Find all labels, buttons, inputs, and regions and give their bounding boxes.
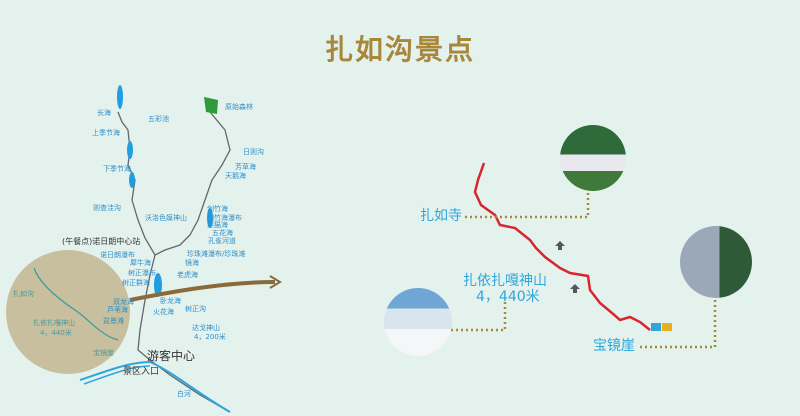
zharu-stream [33, 267, 119, 341]
label: 天鹅海 [225, 172, 246, 180]
label: 树正群海 [122, 279, 150, 287]
label-visitor-center: 游客中心 [147, 349, 196, 363]
label: 五花海 [212, 229, 233, 237]
label: 4，440米 [40, 329, 72, 337]
label: 日则沟 [243, 148, 264, 156]
label-entrance: 景区入口 [123, 367, 160, 377]
cliff-photo [680, 226, 752, 298]
label: 树正瀑布 [128, 269, 156, 277]
label: 达戈神山 [192, 324, 220, 332]
label-baojingya: 宝镜崖 [593, 338, 635, 354]
label-zharu-temple: 扎如寺 [420, 208, 462, 224]
label: 盆景滩 [103, 317, 124, 325]
label-nuorilang-station: (午餐点)诺日朗中心站 [62, 237, 141, 246]
label: 镜海 [185, 259, 199, 267]
label-wucaichi: 五彩池 [148, 115, 169, 123]
label: 火花海 [153, 308, 174, 316]
label: 双龙海 [113, 298, 134, 306]
label: 老虎海 [177, 271, 198, 279]
service-icon [651, 323, 661, 331]
label: 犀牛海 [130, 259, 151, 267]
zharu-highlight-circle [6, 250, 130, 374]
label: 树正沟 [185, 305, 206, 313]
road-rize [154, 111, 231, 256]
label: 扎依扎嘎神山 [33, 319, 75, 327]
river-bai [79, 360, 231, 413]
temple-icon [555, 241, 565, 250]
label: 珍珠滩瀑布/珍珠滩 [187, 250, 246, 258]
direction-arrow [129, 280, 276, 302]
temple-photo [560, 125, 626, 191]
label-zharugou: 扎如沟 [13, 290, 34, 298]
forest-icon [204, 97, 218, 114]
bus-icon [662, 323, 672, 331]
label: 诺日朗瀑布 [100, 251, 135, 259]
label-changhai: 长海 [97, 109, 111, 117]
label-baihe: 白河 [177, 390, 191, 398]
label: 芳草海 [235, 163, 256, 171]
label: 熊猫海 [207, 221, 228, 229]
page-title: 扎如沟景点 [324, 33, 475, 66]
label: 剑竹海 [207, 205, 228, 213]
label: 芦苇海 [107, 306, 128, 314]
label: 下季节海 [103, 165, 131, 173]
label: 剑竹海瀑布 [207, 214, 242, 222]
label: 原始森林 [225, 103, 253, 111]
zharu-route [473, 162, 651, 331]
label: 则查洼沟 [93, 204, 121, 212]
label: 宝镜崖 [93, 349, 114, 357]
snow-mountain-photo [384, 288, 452, 356]
label: 孔雀河道 [208, 237, 236, 245]
label-mountain: 扎依扎嘎神山 [463, 273, 547, 289]
label: 沃洛色嫫神山 [145, 214, 187, 222]
temple-icon [570, 284, 580, 293]
leader-lines [451, 188, 717, 349]
label: 卧龙海 [160, 297, 181, 305]
label-mountain-height: 4，440米 [476, 289, 540, 305]
label: 上季节海 [92, 129, 120, 137]
label: 4，200米 [194, 333, 226, 341]
